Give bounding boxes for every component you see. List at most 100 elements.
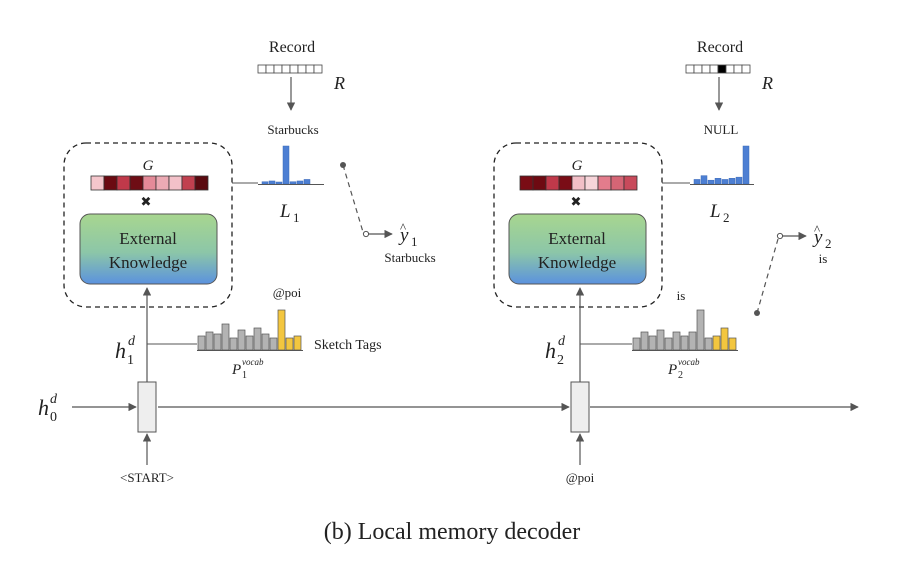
global-pointer-cell (532, 175, 547, 191)
decoder-step-2: Record R NULL G ✖ External Knowledge L 2… (493, 39, 832, 485)
svg-text:P: P (231, 362, 241, 378)
sketch-tag-bar (720, 327, 729, 351)
vocab-bar (229, 337, 238, 351)
record-cell (289, 64, 299, 74)
global-pointer-cell (610, 175, 625, 191)
local-pointer-histogram (261, 145, 311, 185)
local-pointer-bar (728, 178, 736, 185)
record-cell (709, 64, 719, 74)
svg-text:1: 1 (242, 370, 247, 381)
svg-text:P: P (667, 362, 677, 378)
svg-text:L: L (279, 201, 291, 222)
local-pointer-bar (707, 179, 715, 185)
record-cell (297, 64, 307, 74)
global-pointer-cell (584, 175, 599, 191)
svg-text:L: L (709, 201, 721, 222)
output-label: y ^ 1 (398, 220, 418, 249)
global-pointer-cell (168, 175, 183, 191)
multiply-icon: ✖ (571, 195, 582, 210)
svg-text:2: 2 (678, 370, 683, 381)
decoder-cell (137, 381, 157, 433)
record-cell (717, 64, 727, 74)
local-pointer-bar (735, 176, 743, 185)
record-cell (741, 64, 751, 74)
input-token: @poi (566, 470, 595, 485)
svg-text:d: d (128, 334, 136, 349)
external-knowledge-box (79, 213, 218, 285)
vocab-bar (704, 337, 713, 351)
global-pointer-vector (519, 175, 638, 191)
vocab-bar (632, 337, 641, 351)
record-symbol: R (761, 73, 773, 93)
local-pointer-bar (289, 181, 297, 185)
decoder-step-1: Record R Starbucks G ✖ External Knowledg… (63, 39, 436, 485)
global-pointer-cell (181, 175, 196, 191)
vocab-bar (253, 327, 262, 351)
svg-text:2: 2 (557, 353, 564, 368)
kb-line1: External (548, 229, 606, 248)
svg-text:1: 1 (127, 353, 134, 368)
global-pointer-cell (129, 175, 144, 191)
pointer-dashed-line (756, 238, 779, 314)
vocab-bar (688, 331, 697, 351)
global-pointer-cell (571, 175, 586, 191)
kb-line2: Knowledge (538, 253, 616, 272)
input-token: <START> (120, 470, 174, 485)
figure-caption: (b) Local memory decoder (324, 519, 581, 545)
global-pointer-cell (142, 175, 157, 191)
svg-text:1: 1 (411, 234, 418, 249)
local-pointer-bar (721, 179, 729, 185)
local-memory-box (63, 142, 233, 308)
record-cell (273, 64, 283, 74)
global-pointer-label: G (143, 158, 154, 174)
svg-text:d: d (50, 392, 58, 407)
svg-text:2: 2 (723, 210, 730, 225)
svg-text:1: 1 (293, 210, 300, 225)
output-label: y ^ 2 (812, 222, 832, 251)
svg-text:vocab: vocab (242, 357, 264, 367)
svg-text:0: 0 (50, 410, 57, 425)
vocab-bar (648, 335, 657, 351)
local-memory-box (493, 142, 663, 308)
vocab-bar (205, 331, 214, 351)
svg-text:h: h (38, 395, 49, 420)
local-pointer-bar (275, 181, 283, 185)
hidden-state-label: h d 1 (115, 334, 136, 368)
local-pointer-label: L 2 (709, 201, 730, 225)
local-pointer-histogram (693, 145, 750, 185)
multiply-icon: ✖ (141, 195, 152, 210)
record-cell (305, 64, 315, 74)
output-word: is (819, 251, 828, 266)
record-vector (685, 64, 751, 74)
record-cell (733, 64, 743, 74)
record-label: Record (269, 39, 315, 56)
svg-text:vocab: vocab (678, 357, 700, 367)
global-pointer-cell (103, 175, 118, 191)
vocab-bar (237, 329, 246, 351)
local-pointer-bar (261, 181, 269, 185)
record-cell (701, 64, 711, 74)
svg-text:y: y (812, 227, 823, 248)
local-pointer-bar (296, 180, 304, 185)
global-pointer-vector (90, 175, 209, 191)
vocab-distribution-label: P 1 vocab (231, 357, 264, 381)
vocab-top-label: is (677, 288, 686, 303)
record-label: Record (697, 39, 743, 56)
record-symbol: R (333, 73, 345, 93)
svg-text:^: ^ (400, 220, 406, 235)
global-pointer-cell (90, 175, 105, 191)
svg-text:2: 2 (825, 236, 832, 251)
kb-line1: External (119, 229, 177, 248)
local-pointer-bar (268, 180, 276, 185)
pointer-dashed-line (342, 164, 364, 233)
vocab-bar (221, 323, 230, 351)
sketch-tag-bar (285, 337, 294, 351)
vocab-top-label: @poi (273, 285, 302, 300)
svg-text:h: h (545, 338, 556, 363)
vocab-histogram (197, 309, 302, 351)
global-pointer-cell (558, 175, 573, 191)
sketch-tag-bar (712, 335, 721, 351)
sketch-tag-bar (728, 337, 737, 351)
vocab-histogram (632, 309, 737, 351)
sketch-tag-bar (293, 335, 302, 351)
